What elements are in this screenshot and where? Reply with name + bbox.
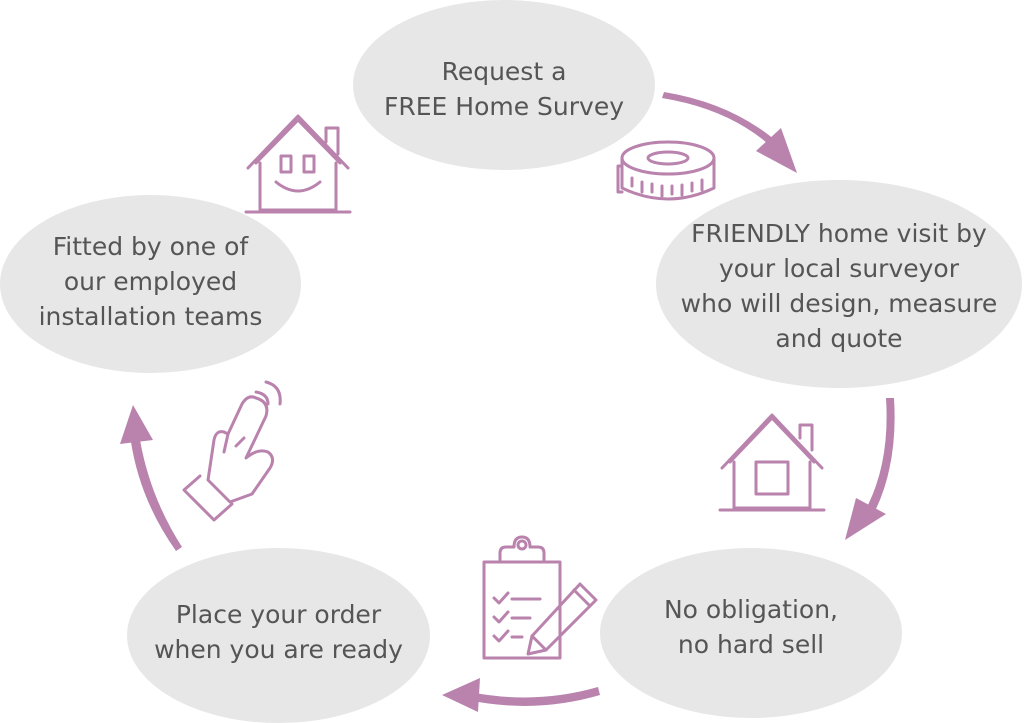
step-place-order: Place your order when you are ready bbox=[127, 548, 430, 723]
step-home-visit-label: FRIENDLY home visit by your local survey… bbox=[680, 219, 998, 353]
step-home-visit: FRIENDLY home visit by your local survey… bbox=[656, 180, 1022, 388]
arrow-1-to-2 bbox=[662, 92, 797, 173]
step-place-order-label: Place your order when you are ready bbox=[154, 599, 403, 664]
house-icon bbox=[718, 413, 826, 512]
step-no-obligation: No obligation, no hard sell bbox=[600, 548, 902, 718]
arrow-4-to-5 bbox=[120, 405, 182, 551]
step-fitted: Fitted by one of our employed installati… bbox=[0, 195, 301, 373]
tape-measure-icon bbox=[616, 140, 716, 201]
smiling-house-icon bbox=[244, 114, 352, 214]
pointing-hand-icon bbox=[182, 380, 282, 522]
step-fitted-label: Fitted by one of our employed installati… bbox=[38, 231, 263, 331]
step-no-obligation-label: No obligation, no hard sell bbox=[663, 595, 839, 659]
arrow-3-to-4 bbox=[442, 678, 600, 712]
step-request-survey: Request a FREE Home Survey bbox=[353, 0, 655, 170]
arrow-2-to-3 bbox=[845, 398, 895, 540]
clipboard-checklist-icon bbox=[482, 535, 598, 660]
step-request-survey-label: Request a FREE Home Survey bbox=[383, 57, 625, 121]
